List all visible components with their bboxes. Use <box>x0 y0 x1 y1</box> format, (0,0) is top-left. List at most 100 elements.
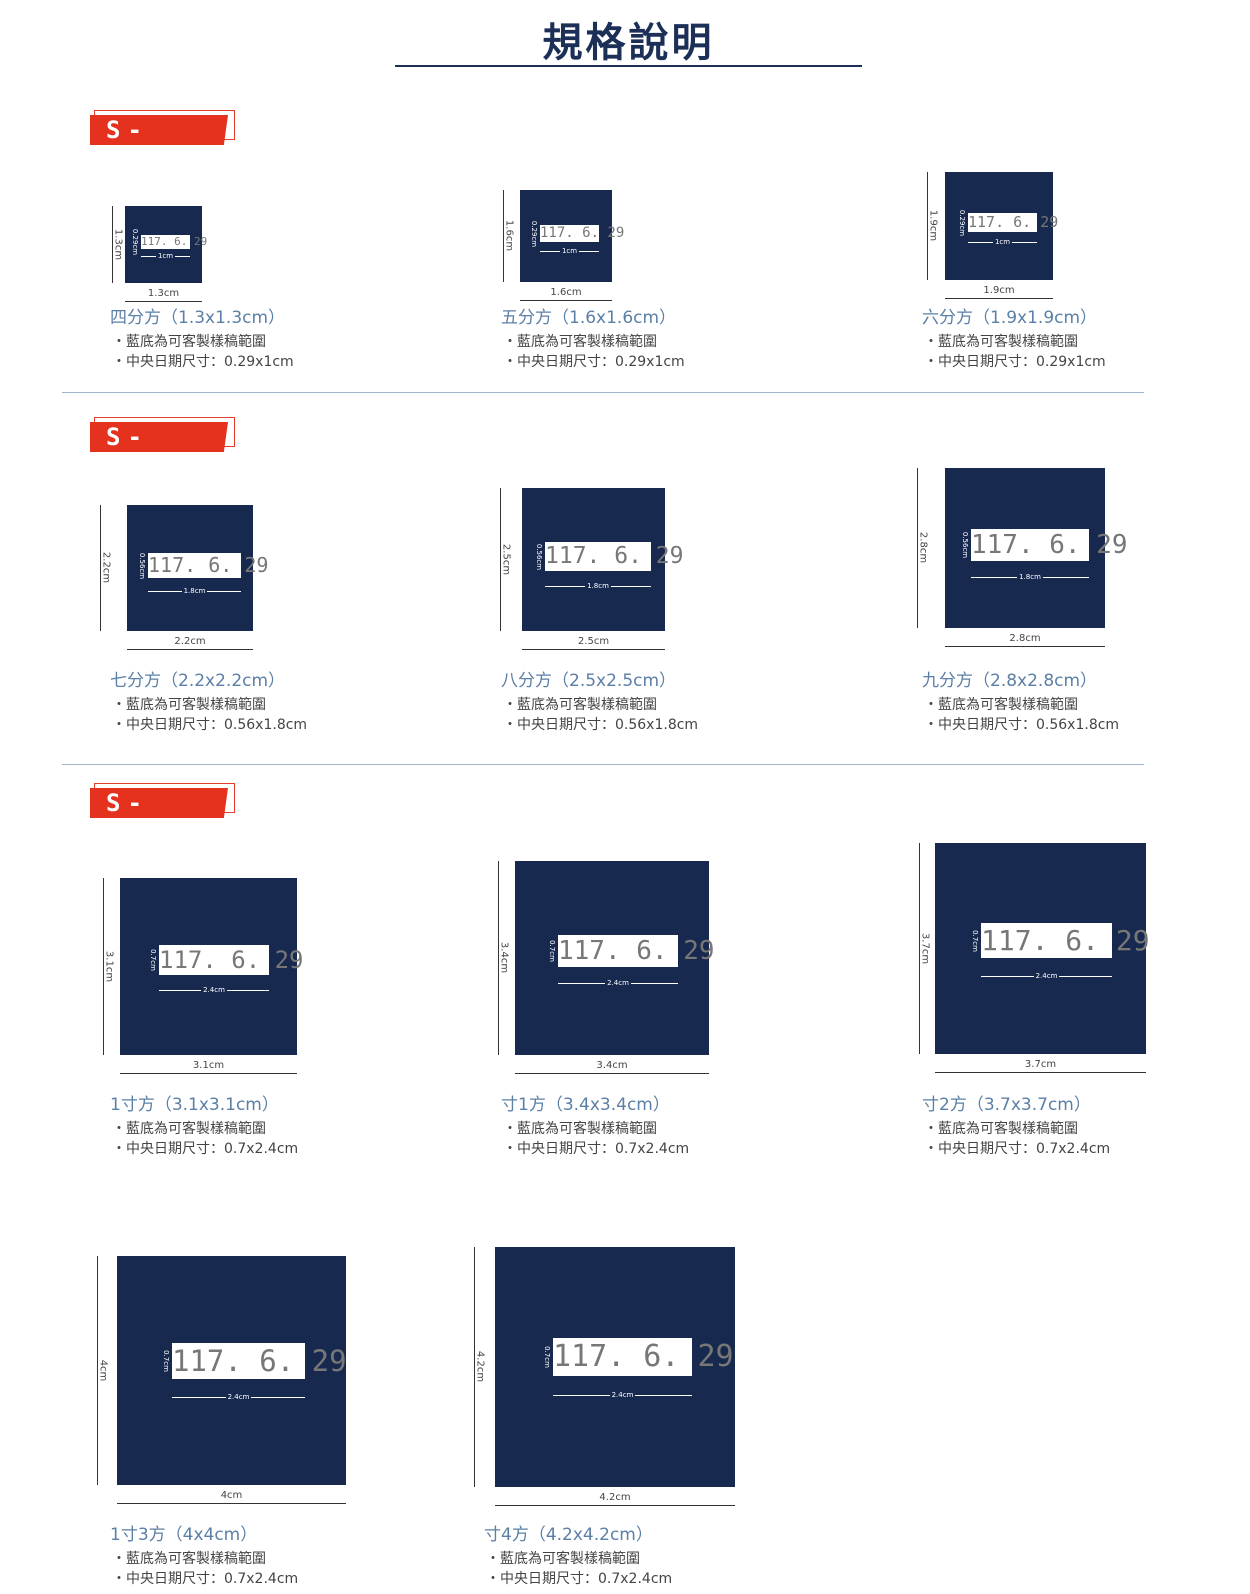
width-dimension-line <box>515 1073 709 1074</box>
bullet-marker: ・ <box>924 717 938 733</box>
section-tag-label: S-1500 <box>90 788 228 818</box>
spec-note: ・藍底為可客製樣稿範圍 <box>486 1548 640 1568</box>
spec-note: ・中央日期尺寸：0.56x1.8cm <box>112 714 307 734</box>
date-width-label: 2.4cm <box>558 978 678 988</box>
bullet-marker: ・ <box>486 1571 500 1587</box>
spec-note: ・藍底為可客製樣稿範圍 <box>924 1118 1078 1138</box>
custom-area-note: 藍底為可客製樣稿範圍 <box>517 1121 657 1137</box>
spec-title: 寸4方（4.2x4.2cm） <box>484 1525 653 1545</box>
date-sample: 117. 6. 29 <box>553 1338 734 1376</box>
width-dimension-line <box>495 1505 735 1506</box>
spec-note: ・藍底為可客製樣稿範圍 <box>503 1118 657 1138</box>
date-height-label: 0.7cm <box>548 940 556 962</box>
width-dimension-line <box>945 646 1105 647</box>
custom-area-note: 藍底為可客製樣稿範圍 <box>938 1121 1078 1137</box>
custom-area-note: 藍底為可客製樣稿範圍 <box>126 697 266 713</box>
height-dimension-label: 3.7cm <box>919 932 931 964</box>
date-sample: 117. 6. 29 <box>981 923 1150 958</box>
date-width-label: 2.4cm <box>159 985 269 995</box>
height-dimension-line <box>103 878 104 1055</box>
spec-note: ・中央日期尺寸：0.7x2.4cm <box>486 1568 672 1588</box>
date-width-label: 2.4cm <box>981 971 1112 981</box>
date-sample: 117. 6. 29 <box>558 935 715 967</box>
date-size-note: 中央日期尺寸：0.56x1.8cm <box>938 717 1120 733</box>
bullet-marker: ・ <box>112 697 126 713</box>
date-height-label: 0.56cm <box>138 552 146 579</box>
date-height-label: 0.56cm <box>961 531 969 559</box>
height-dimension-label: 2.2cm <box>100 551 112 584</box>
date-sample: 117. 6. 29 <box>968 213 1059 232</box>
spec-note: ・中央日期尺寸：0.7x2.4cm <box>503 1138 689 1158</box>
spec-note: ・中央日期尺寸：0.7x2.4cm <box>112 1568 298 1588</box>
section-tag-label: S-1000 <box>90 115 228 145</box>
spec-note: ・藍底為可客製樣稿範圍 <box>503 694 657 714</box>
custom-area-note: 藍底為可客製樣稿範圍 <box>517 697 657 713</box>
date-height-label: 0.7cm <box>543 1346 551 1368</box>
spec-title: 寸1方（3.4x3.4cm） <box>501 1095 670 1115</box>
bullet-marker: ・ <box>112 1141 126 1157</box>
height-dimension-line <box>474 1247 475 1487</box>
custom-area-note: 藍底為可客製樣稿範圍 <box>938 334 1078 350</box>
section-divider <box>62 764 1144 765</box>
date-sample: 117. 6. 29 <box>172 1343 347 1379</box>
spec-title: 寸2方（3.7x3.7cm） <box>922 1095 1091 1115</box>
date-height-label: 0.7cm <box>162 1350 170 1372</box>
custom-area-note: 藍底為可客製樣稿範圍 <box>126 334 266 350</box>
height-dimension-line <box>112 206 113 283</box>
spec-note: ・藍底為可客製樣稿範圍 <box>112 694 266 714</box>
custom-area-note: 藍底為可客製樣稿範圍 <box>126 1551 266 1567</box>
bullet-marker: ・ <box>112 1551 126 1567</box>
bullet-marker: ・ <box>503 717 517 733</box>
date-width-text: 2.4cm <box>1033 972 1060 980</box>
bullet-marker: ・ <box>503 697 517 713</box>
height-dimension-line <box>498 861 499 1055</box>
section-tag-s1500: S-1500 <box>90 783 235 818</box>
date-height-label: 0.29cm <box>131 228 139 256</box>
width-dimension-label: 3.1cm <box>192 1060 225 1071</box>
width-dimension-line <box>522 649 665 650</box>
height-dimension-label: 4cm <box>97 1359 109 1381</box>
height-dimension-line <box>919 843 920 1054</box>
date-width-text: 1cm <box>992 238 1013 246</box>
height-dimension-label: 1.9cm <box>927 209 939 242</box>
date-width-label: 1.8cm <box>545 581 651 591</box>
spec-note: ・藍底為可客製樣稿範圍 <box>112 1548 266 1568</box>
spec-note: ・中央日期尺寸：0.29x1cm <box>503 351 685 371</box>
date-width-text: 1.8cm <box>1017 573 1043 581</box>
width-dimension-label: 2.2cm <box>174 636 206 647</box>
date-width-label: 1cm <box>141 251 190 261</box>
spec-note: ・中央日期尺寸：0.56x1.8cm <box>924 714 1119 734</box>
spec-note: ・藍底為可客製樣稿範圍 <box>112 331 266 351</box>
height-dimension-label: 4.2cm <box>474 1350 486 1383</box>
stamp-preview: 117. 6. 29 2.4cm 0.7cm <box>515 861 715 1055</box>
width-dimension-line <box>120 1073 297 1074</box>
spec-title: 九分方（2.8x2.8cm） <box>922 671 1098 691</box>
bullet-marker: ・ <box>486 1551 500 1567</box>
height-dimension-line <box>503 190 504 282</box>
custom-area-note: 藍底為可客製樣稿範圍 <box>517 334 657 350</box>
bullet-marker: ・ <box>924 1141 938 1157</box>
stamp-preview: 117. 6. 29 2.4cm 0.7cm <box>117 1256 347 1485</box>
spec-note: ・中央日期尺寸：0.56x1.8cm <box>503 714 698 734</box>
height-dimension-label: 1.3cm <box>112 228 124 260</box>
bullet-marker: ・ <box>503 1121 517 1137</box>
spec-title: 四分方（1.3x1.3cm） <box>110 308 286 328</box>
bullet-marker: ・ <box>112 334 126 350</box>
date-width-label: 2.4cm <box>172 1392 305 1402</box>
spec-note: ・藍底為可客製樣稿範圍 <box>924 331 1078 351</box>
width-dimension-line <box>117 1503 346 1504</box>
date-size-note: 中央日期尺寸：0.7x2.4cm <box>938 1141 1111 1157</box>
spec-note: ・中央日期尺寸：0.29x1cm <box>924 351 1106 371</box>
date-sample: 117. 6. 29 <box>545 542 684 571</box>
height-dimension-line <box>97 1256 98 1485</box>
date-sample: 117. 6. 29 <box>148 553 269 578</box>
bullet-marker: ・ <box>112 354 126 370</box>
date-size-note: 中央日期尺寸：0.56x1.8cm <box>517 717 699 733</box>
page-title: 規格說明 <box>542 19 715 66</box>
date-width-text: 1cm <box>559 247 580 255</box>
custom-area-note: 藍底為可客製樣稿範圍 <box>126 1121 266 1137</box>
